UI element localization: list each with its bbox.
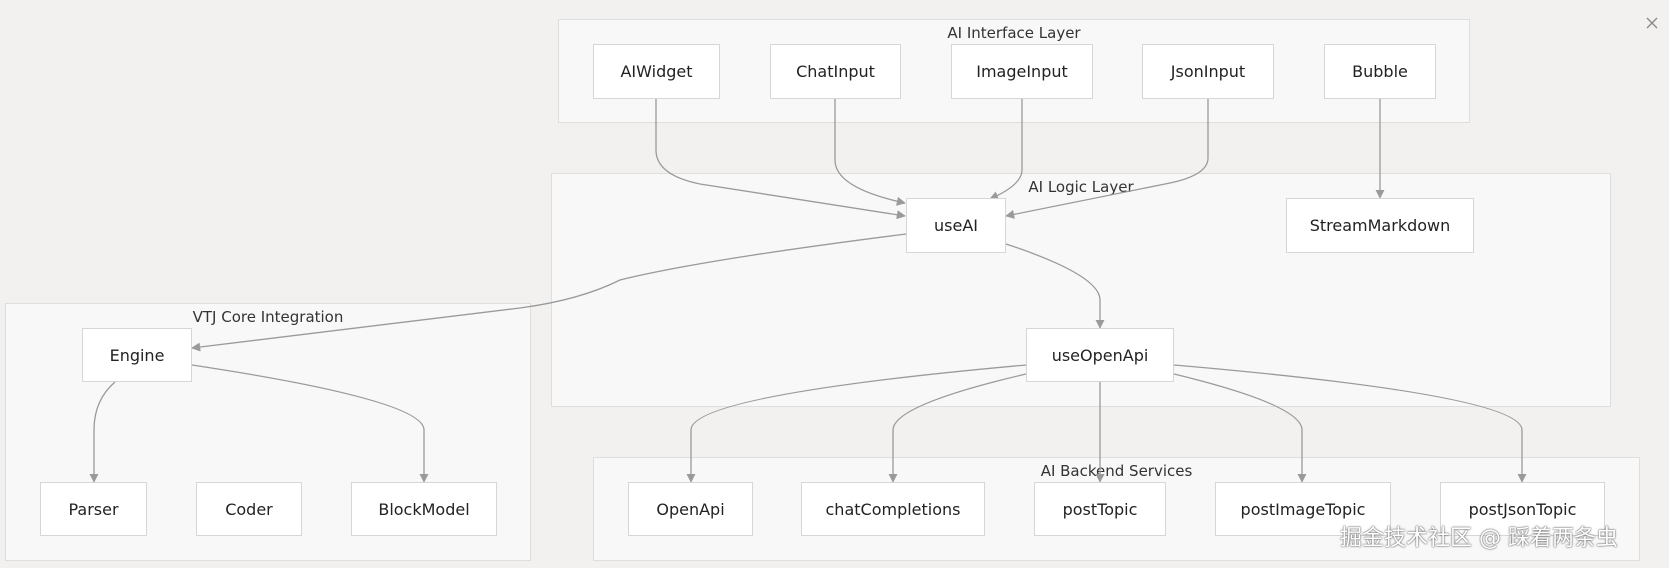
node-label: Coder xyxy=(225,499,273,519)
node-jsoninput[interactable]: JsonInput xyxy=(1142,44,1274,99)
node-chatcompletions[interactable]: chatCompletions xyxy=(801,482,985,536)
group-title: AI Logic Layer xyxy=(1028,178,1134,196)
node-label: chatCompletions xyxy=(825,499,961,519)
node-label: Engine xyxy=(109,345,165,365)
group-title: AI Interface Layer xyxy=(947,24,1081,42)
node-imageinput[interactable]: ImageInput xyxy=(951,44,1093,99)
node-label: postJsonTopic xyxy=(1468,499,1577,519)
node-posttopic[interactable]: postTopic xyxy=(1034,482,1166,536)
node-postimagetopic[interactable]: postImageTopic xyxy=(1215,482,1391,536)
node-postjsontopic[interactable]: postJsonTopic xyxy=(1440,482,1605,536)
node-label: ImageInput xyxy=(976,62,1068,81)
node-label: JsonInput xyxy=(1170,62,1246,81)
node-engine[interactable]: Engine xyxy=(82,328,192,382)
group-title: VTJ Core Integration xyxy=(192,308,344,326)
node-label: useOpenApi xyxy=(1051,345,1149,365)
node-label: useAI xyxy=(934,216,978,235)
group-title: AI Backend Services xyxy=(1040,462,1193,480)
node-label: StreamMarkdown xyxy=(1309,216,1451,235)
node-label: OpenApi xyxy=(656,499,725,519)
node-openapi[interactable]: OpenApi xyxy=(628,482,753,536)
node-useopenapi[interactable]: useOpenApi xyxy=(1026,328,1174,382)
node-aiwidget[interactable]: AIWidget xyxy=(593,44,720,99)
node-label: Parser xyxy=(68,499,119,519)
node-label: ChatInput xyxy=(796,62,875,81)
node-coder[interactable]: Coder xyxy=(196,482,302,536)
node-useai[interactable]: useAI xyxy=(906,198,1006,253)
node-label: AIWidget xyxy=(620,62,693,81)
node-streammarkdown[interactable]: StreamMarkdown xyxy=(1286,198,1474,253)
node-label: postImageTopic xyxy=(1240,499,1366,519)
node-blockmodel[interactable]: BlockModel xyxy=(351,482,497,536)
node-label: BlockModel xyxy=(378,499,470,519)
node-label: postTopic xyxy=(1062,499,1138,519)
close-icon[interactable] xyxy=(1643,14,1661,32)
node-chatinput[interactable]: ChatInput xyxy=(770,44,901,99)
node-parser[interactable]: Parser xyxy=(40,482,147,536)
node-label: Bubble xyxy=(1352,62,1408,81)
node-bubble[interactable]: Bubble xyxy=(1324,44,1436,99)
watermark: 掘金技术社区 @ 踩着两条虫 xyxy=(1340,526,1618,551)
